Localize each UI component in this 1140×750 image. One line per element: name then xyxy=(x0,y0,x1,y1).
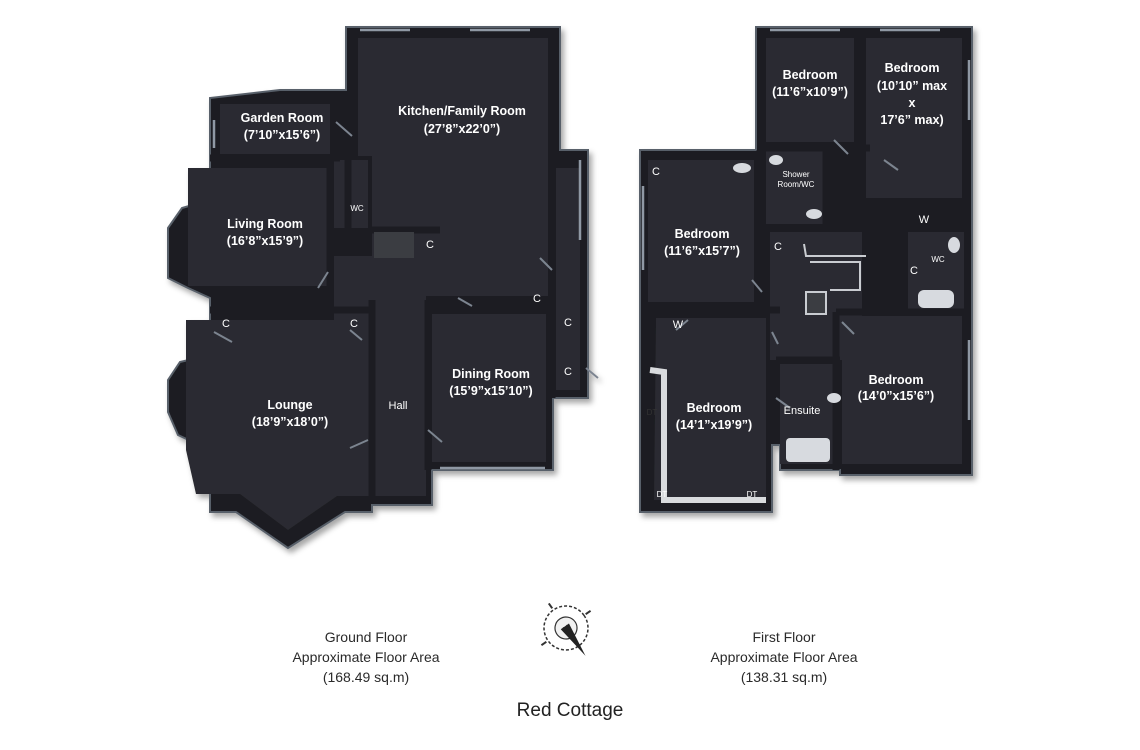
wardrobe-marker: W xyxy=(919,214,930,226)
first-floor-area-label: Approximate Floor Area xyxy=(710,649,858,665)
bedroom-a-floor xyxy=(766,38,854,142)
cupboard-marker: C xyxy=(350,318,358,330)
garden-room-size: (7’10”x15’6”) xyxy=(244,128,320,142)
property-name: Red Cottage xyxy=(516,700,624,721)
ground-floor-area-label: Approximate Floor Area xyxy=(292,649,440,665)
bedroom-b-floor xyxy=(866,38,962,198)
bedroom-e-name: Bedroom xyxy=(869,373,924,387)
ensuite-label: Ensuite xyxy=(784,405,821,417)
bedroom-a-size: (11’6”x10’9”) xyxy=(772,85,848,99)
lounge-floor xyxy=(186,320,366,530)
ground-floor-title: Ground Floor xyxy=(324,629,408,645)
ground-wc-label: WC xyxy=(350,204,364,213)
cupboard-marker: C xyxy=(564,366,572,378)
cupboard-marker: C xyxy=(533,293,541,305)
living-room-size: (16’8”x15’9”) xyxy=(227,234,303,248)
bedroom-b-size-line3: 17’6” max) xyxy=(880,113,943,127)
first-floor-title: First Floor xyxy=(752,629,816,645)
first-wc-label: WC xyxy=(931,255,945,264)
bedroom-e-floor xyxy=(842,316,962,464)
dt-marker: DT xyxy=(657,490,668,499)
compass-north-label: N xyxy=(561,623,572,635)
bedroom-c-name: Bedroom xyxy=(675,227,730,241)
living-room-name: Living Room xyxy=(227,217,303,231)
compass-rose: N xyxy=(540,602,592,656)
first-staircase xyxy=(803,243,866,315)
cupboard-marker: C xyxy=(910,265,918,277)
bedroom-c-floor xyxy=(648,160,754,302)
side-store-floor xyxy=(556,168,580,390)
ground-floor-area-value: (168.49 sq.m) xyxy=(322,669,410,685)
lounge-name: Lounge xyxy=(267,398,312,412)
bedroom-b-size-line1: (10’10” max xyxy=(877,79,947,93)
hall-floor xyxy=(334,256,426,496)
bedroom-e-size: (14’0”x15’6”) xyxy=(858,389,934,403)
ground-staircase xyxy=(374,232,414,258)
dining-room-floor xyxy=(432,314,546,462)
garden-room-floor xyxy=(220,104,330,154)
kitchen-size: (27’8”x22’0”) xyxy=(424,122,500,136)
bedroom-c-size: (11’6”x15’7”) xyxy=(664,244,740,258)
wardrobe-marker: W xyxy=(673,319,684,331)
first-floor-plan xyxy=(639,26,973,513)
dt-marker: DT xyxy=(747,490,758,499)
cupboard-marker: C xyxy=(652,166,660,178)
hall-label: Hall xyxy=(389,400,408,412)
dt-marker: DT xyxy=(647,408,658,417)
bedroom-d-floor xyxy=(654,318,766,500)
shower-room-label-1: Shower xyxy=(782,170,809,179)
dining-room-name: Dining Room xyxy=(452,367,530,381)
kitchen-name: Kitchen/Family Room xyxy=(398,104,526,118)
living-room-floor xyxy=(188,168,328,286)
ground-floor-caption: Ground Floor Approximate Floor Area (168… xyxy=(266,627,466,687)
bedroom-b-size-line2: x xyxy=(909,96,916,110)
bedroom-b-name: Bedroom xyxy=(885,61,940,75)
cupboard-marker: C xyxy=(564,317,572,329)
garden-room-name: Garden Room xyxy=(241,111,324,125)
cupboard-marker: C xyxy=(774,241,782,253)
shower-room-label-2: Room/WC xyxy=(778,180,815,189)
kitchen-floor xyxy=(358,38,548,156)
lounge-size: (18’9”x18’0”) xyxy=(252,415,328,429)
ground-floor-plan xyxy=(167,26,599,550)
bedroom-d-name: Bedroom xyxy=(687,401,742,415)
bedroom-a-name: Bedroom xyxy=(783,68,838,82)
first-floor-caption: First Floor Approximate Floor Area (138.… xyxy=(684,627,884,687)
bedroom-d-size: (14’1”x19’9”) xyxy=(676,418,752,432)
first-floor-area-value: (138.31 sq.m) xyxy=(740,669,828,685)
cupboard-marker: C xyxy=(222,318,230,330)
cupboard-marker: C xyxy=(426,239,434,251)
dining-room-size: (15’9”x15’10”) xyxy=(449,384,532,398)
